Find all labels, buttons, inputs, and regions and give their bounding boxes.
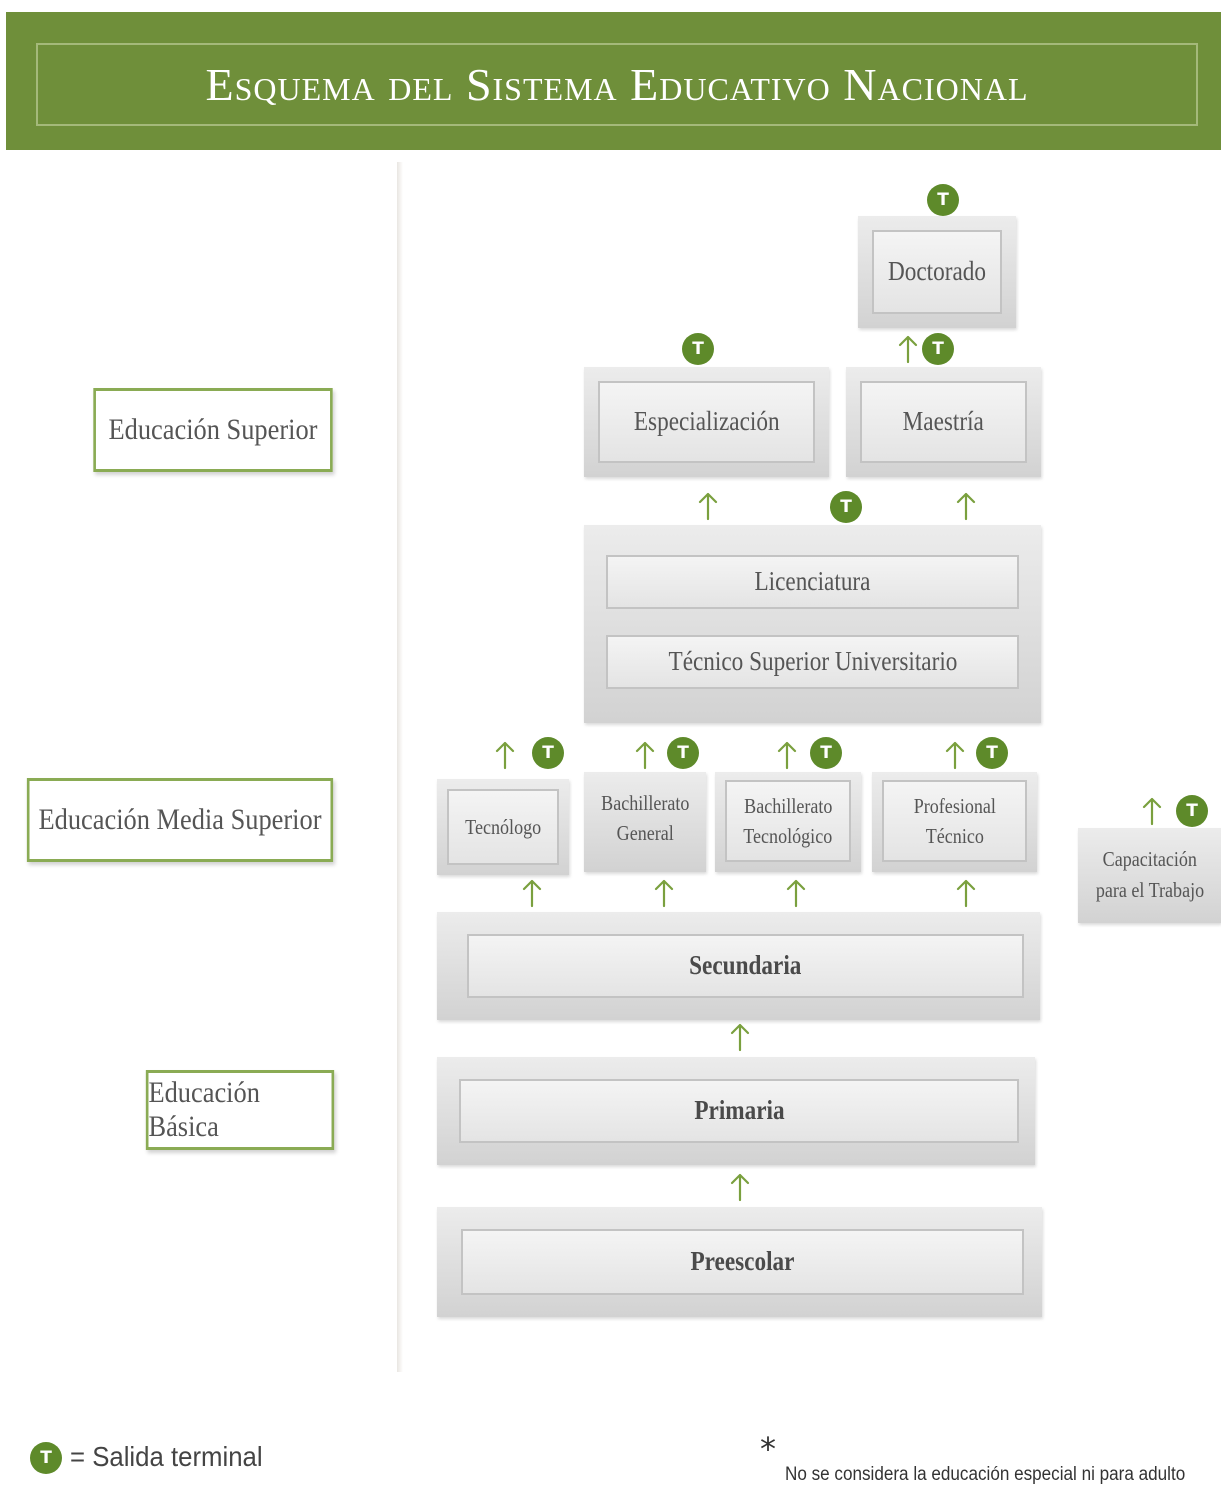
up-arrow-icon bbox=[635, 741, 655, 770]
title-frame: Esquema del Sistema Educativo Nacional bbox=[36, 43, 1198, 126]
box-bachillerato-tecnologico-inner: Bachillerato Tecnológico bbox=[725, 780, 851, 862]
box-tecnico-superior-universitario: Técnico Superior Universitario bbox=[606, 635, 1019, 689]
level-educacion-media-superior-label: Educación Media Superior bbox=[38, 803, 322, 836]
footnote-asterisk: * bbox=[760, 1430, 776, 1468]
box-licenciatura: Licenciatura bbox=[606, 555, 1019, 609]
up-arrow-icon bbox=[777, 741, 797, 770]
bachillerato-general-line-1: Bachillerato bbox=[600, 790, 690, 815]
column-divider bbox=[397, 162, 403, 1372]
bachillerato-tecnologico-line-2: Tecnológico bbox=[743, 824, 833, 848]
box-tecnico-superior-universitario-label: Técnico Superior Universitario bbox=[668, 646, 957, 677]
terminal-badge-tecnologo: T bbox=[532, 737, 564, 769]
terminal-badge-profesional-tecnico: T bbox=[976, 737, 1008, 769]
box-licenciatura-group: Licenciatura Técnico Superior Universita… bbox=[584, 525, 1041, 723]
box-maestria: Maestría bbox=[846, 367, 1041, 477]
terminal-badge-maestria: T bbox=[922, 333, 954, 365]
box-bachillerato-tecnologico: Bachillerato Tecnológico bbox=[715, 772, 861, 872]
title-banner: Esquema del Sistema Educativo Nacional bbox=[6, 12, 1221, 150]
box-maestria-inner: Maestría bbox=[860, 381, 1027, 463]
up-arrow-icon bbox=[730, 1173, 750, 1202]
box-primaria-label: Primaria bbox=[693, 1095, 785, 1126]
capacitacion-line-1: Capacitación bbox=[1102, 847, 1197, 872]
box-secundaria-inner: Secundaria bbox=[467, 934, 1024, 998]
box-secundaria-label: Secundaria bbox=[689, 950, 802, 981]
box-profesional-tecnico-inner: Profesional Técnico bbox=[882, 780, 1027, 862]
bachillerato-tecnologico-line-1: Bachillerato bbox=[743, 793, 833, 818]
page-title: Esquema del Sistema Educativo Nacional bbox=[205, 59, 1029, 110]
up-arrow-icon bbox=[495, 741, 515, 770]
profesional-tecnico-line-2: Técnico bbox=[925, 824, 984, 848]
box-doctorado-label: Doctorado bbox=[887, 256, 987, 287]
up-arrow-icon bbox=[698, 492, 718, 521]
legend-label: = Salida terminal bbox=[70, 1441, 263, 1472]
box-primaria: Primaria bbox=[437, 1057, 1035, 1165]
box-maestria-label: Maestría bbox=[902, 406, 985, 437]
up-arrow-icon bbox=[956, 492, 976, 521]
box-capacitacion-text: Capacitación para el Trabajo bbox=[1078, 834, 1221, 915]
profesional-tecnico-line-1: Profesional bbox=[913, 793, 996, 818]
box-especializacion-inner: Especialización bbox=[598, 381, 815, 463]
up-arrow-icon bbox=[786, 879, 806, 908]
level-educacion-basica: Educación Básica bbox=[145, 1070, 335, 1150]
box-bachillerato-general-text: Bachillerato General bbox=[584, 778, 706, 858]
footnote-text: No se considera la educación especial ni… bbox=[785, 1464, 1186, 1485]
box-bachillerato-general: Bachillerato General bbox=[584, 772, 706, 872]
up-arrow-icon bbox=[730, 1023, 750, 1052]
terminal-badge-bachillerato-general: T bbox=[667, 737, 699, 769]
box-primaria-inner: Primaria bbox=[459, 1079, 1019, 1143]
level-educacion-media-superior: Educación Media Superior bbox=[26, 778, 334, 862]
up-arrow-icon bbox=[945, 741, 965, 770]
up-arrow-icon bbox=[956, 879, 976, 908]
level-educacion-superior-label: Educación Superior bbox=[108, 413, 318, 446]
box-profesional-tecnico: Profesional Técnico bbox=[872, 772, 1037, 872]
terminal-badge-licenciatura: T bbox=[830, 491, 862, 523]
box-preescolar: Preescolar bbox=[437, 1207, 1042, 1317]
bachillerato-general-line-2: General bbox=[616, 821, 674, 845]
box-secundaria: Secundaria bbox=[437, 912, 1040, 1020]
box-capacitacion-para-el-trabajo: Capacitación para el Trabajo bbox=[1078, 828, 1221, 923]
box-tecnologo-label: Tecnólogo bbox=[465, 814, 541, 839]
terminal-badge-doctorado: T bbox=[927, 184, 959, 216]
up-arrow-icon bbox=[522, 879, 542, 908]
legend-terminal-badge: T bbox=[30, 1442, 62, 1474]
terminal-badge-bachillerato-tecnologico: T bbox=[810, 737, 842, 769]
box-preescolar-inner: Preescolar bbox=[461, 1229, 1024, 1295]
capacitacion-line-2: para el Trabajo bbox=[1095, 877, 1204, 902]
box-tecnologo: Tecnólogo bbox=[437, 779, 569, 875]
level-educacion-basica-label: Educación Básica bbox=[148, 1076, 260, 1143]
terminal-badge-especializacion: T bbox=[682, 333, 714, 365]
terminal-badge-capacitacion: T bbox=[1176, 795, 1208, 827]
box-licenciatura-label: Licenciatura bbox=[754, 566, 871, 597]
box-tecnologo-inner: Tecnólogo bbox=[447, 789, 559, 865]
box-preescolar-label: Preescolar bbox=[690, 1246, 795, 1277]
up-arrow-icon bbox=[654, 879, 674, 908]
up-arrow-icon bbox=[1142, 797, 1162, 826]
box-doctorado-inner: Doctorado bbox=[872, 230, 1002, 314]
level-educacion-superior: Educación Superior bbox=[93, 388, 333, 472]
box-doctorado: Doctorado bbox=[858, 216, 1016, 328]
box-especializacion: Especialización bbox=[584, 367, 829, 477]
up-arrow-icon bbox=[898, 335, 918, 364]
box-especializacion-label: Especialización bbox=[633, 406, 780, 437]
